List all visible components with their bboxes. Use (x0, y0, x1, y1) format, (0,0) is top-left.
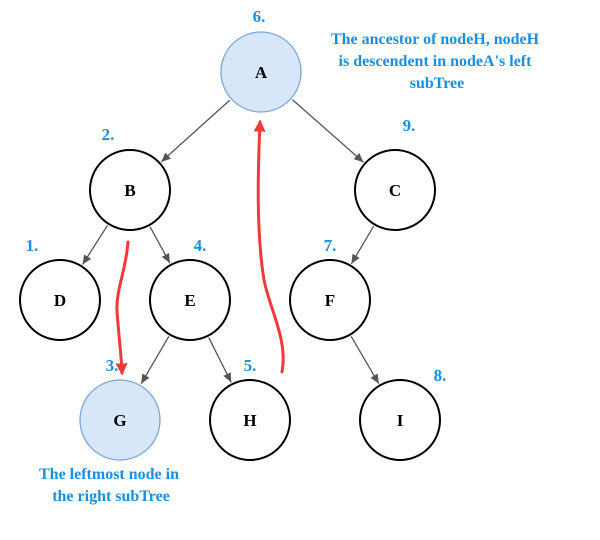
order-label-i: 8. (434, 366, 447, 385)
edge-f-i (350, 335, 380, 385)
order-label-e: 4. (194, 236, 207, 255)
tree-node-h: H 5. (209, 356, 291, 461)
ancestor-note-line-1: The ancestor of nodeH, nodeH (331, 31, 540, 48)
order-label-c: 9. (403, 116, 416, 135)
tree-node-a: A 6. (220, 7, 302, 113)
ancestor-note: The ancestor of nodeH, nodeH is descende… (331, 31, 543, 92)
node-circle-f (289, 259, 371, 341)
node-label-d: D (54, 291, 66, 310)
tree-node-d: D 1. (19, 236, 101, 341)
edge-e-g (140, 335, 170, 385)
node-circle-c (354, 149, 436, 231)
node-label-c: C (389, 181, 401, 200)
node-circle-b (89, 149, 171, 231)
tree-node-f: F 7. (289, 236, 371, 341)
node-circle-e (149, 259, 231, 341)
order-label-g: 3. (106, 356, 119, 375)
tree-node-b: B 2. (89, 125, 171, 231)
node-circle-a (220, 31, 302, 113)
node-label-h: H (243, 411, 256, 430)
leftmost-note: The leftmost node in the right subTree (39, 466, 183, 505)
edge-a-b (160, 99, 231, 163)
leftmost-note-line-2: the right subTree (52, 488, 170, 505)
tree-node-e: E 4. (149, 236, 231, 341)
node-circle-d (19, 259, 101, 341)
node-circle-i (359, 379, 441, 461)
edge-c-f (350, 225, 375, 265)
edge-a-c (292, 99, 364, 163)
node-label-f: F (325, 291, 335, 310)
arrow-h-to-a (253, 119, 285, 374)
edge-b-d (82, 225, 108, 265)
node-circle-h (209, 379, 291, 461)
order-label-f: 7. (324, 236, 337, 255)
ancestor-note-line-3: subTree (410, 75, 465, 92)
nodes-layer: A 6. B 2. C 9. D 1. E 4. F 7. G 3. H 5. I 8. (19, 7, 447, 461)
tree-node-c: C 9. (354, 116, 436, 231)
edge-b-e (149, 226, 171, 264)
node-label-g: G (113, 411, 126, 430)
order-label-b: 2. (102, 125, 115, 144)
node-label-b: B (124, 181, 135, 200)
node-label-e: E (184, 291, 195, 310)
node-circle-g (79, 379, 161, 461)
edges-layer (82, 99, 380, 385)
order-label-h: 5. (244, 356, 257, 375)
tree-node-i: I 8. (359, 366, 447, 461)
arrow-b-to-g (115, 240, 130, 376)
order-label-d: 1. (26, 236, 39, 255)
ancestor-note-line-2: is descendent in nodeA's left (339, 53, 533, 70)
node-label-i: I (397, 411, 404, 430)
order-label-a: 6. (253, 7, 266, 26)
tree-node-g: G 3. (79, 356, 161, 461)
leftmost-note-line-1: The leftmost node in (39, 466, 179, 483)
node-label-a: A (255, 63, 268, 82)
edge-e-h (208, 337, 232, 383)
